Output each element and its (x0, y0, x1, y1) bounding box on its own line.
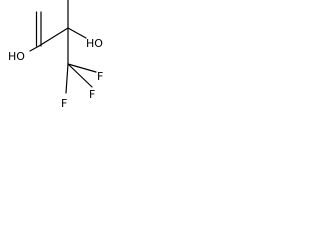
bond-cf3-to-f-middle (67, 63, 93, 88)
bond-cf3-to-f-lower (65, 63, 69, 94)
fluorine-upper-label: F (97, 70, 103, 83)
bond-cf3-to-f-upper (67, 63, 97, 73)
chemical-structure-diagram: HO HO F F F (8, 0, 103, 110)
bond-quaternary-to-oh (67, 27, 87, 39)
bond-carbonyl-to-acid-oh (29, 45, 40, 52)
alcohol-hydroxyl-label: HO (86, 37, 103, 50)
acid-hydroxyl-label: HO (8, 50, 25, 63)
fluorine-middle-label: F (89, 88, 95, 101)
fluorine-lower-label: F (61, 97, 67, 110)
bond-carbonyl-to-quaternary (38, 27, 69, 47)
